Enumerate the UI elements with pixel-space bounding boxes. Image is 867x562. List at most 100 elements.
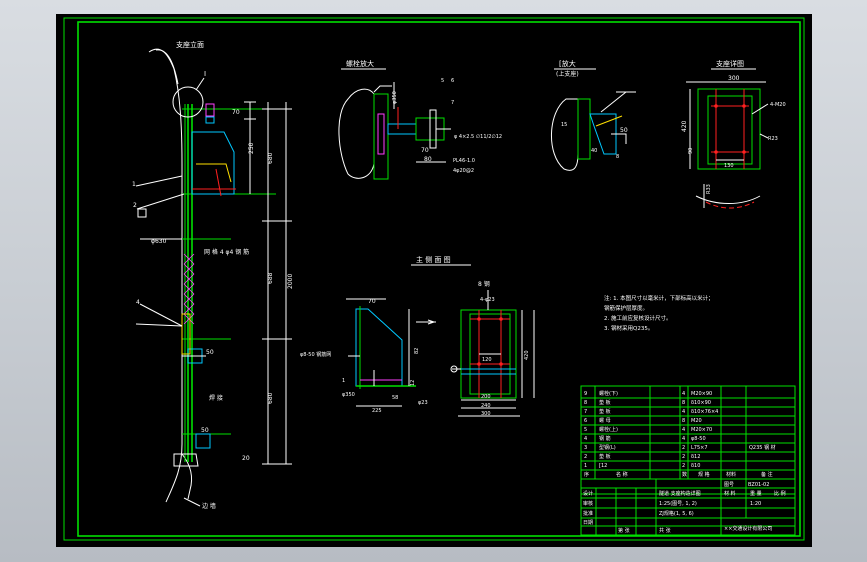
bom-cell-spec: φ8-50 [691,436,706,442]
note-3: 3. 钢材采用Q235。 [604,324,653,332]
tb-scale: 1:20 [750,501,761,507]
bom-cell-qty: 4 [682,427,685,433]
side-pl-note: φ8-50 钢筋网 [300,351,331,358]
dim-2000: 2000 [287,274,294,289]
bom-cell-spec: δ12 [691,454,700,460]
dim-350b: φ350 [342,392,355,398]
title-block: 图号 BZ01-02 隧道 支座构造详图 材 料 重 量 比 例 1:25(图号… [580,478,796,536]
dim-70: 70 [232,109,240,116]
bom-cell-name: 垫 板 [599,453,611,460]
bom-header-qty: 数 [682,471,687,478]
callout-4: 4 [136,299,140,306]
callout-2: 2 [133,202,137,209]
bom-cell-spec: M20×90 [691,391,712,397]
dim-20: 20 [242,455,250,462]
dim-r23: R23 [768,136,778,142]
bom-cell-spec: L75×7 [691,445,708,451]
tb-total: 共 张 [659,527,671,534]
bom-header-no: 序 [584,471,589,478]
callout-sideview: 1 [342,378,345,384]
side-view: 主 侧 面 图 70 82 φ350 225 58 12 φ23 φ8-50 钢… [300,255,535,417]
note-1b: 钢筋保护层厚度。 [604,304,648,312]
bom-cell-name: 垫 板 [599,408,611,415]
inner-frame [77,21,801,537]
dim-130: 130 [724,163,734,169]
dim-688: 688 [267,272,274,284]
dim-82: 82 [414,348,420,354]
bom-cell-no: 4 [584,436,587,442]
bom-cell-no: 7 [584,409,587,415]
callout-6: 6 [451,78,454,84]
dim-420: 420 [681,120,688,132]
dim-58: 58 [392,395,398,401]
dim-23: φ23 [418,400,428,406]
bom-cell-no: 6 [584,418,587,424]
callout-5: 5 [441,78,444,84]
cad-drawing: 支座立面 I [63,17,805,541]
outer-frame [63,17,805,541]
tb-sub1: 1:25(图号, 1, 2) [659,501,697,507]
dim-40: 40 [591,148,597,154]
bom-cell-no: 9 [584,391,587,397]
detail-channel: [放大 (上支座) 50 40 8 15 [551,59,636,171]
bom-cell-qty: 4 [682,391,685,397]
detail-b-sub: (上支座) [556,70,579,78]
bom-cell-spec: δ10×90 [691,400,711,406]
bom-cell-name: 螺栓(上) [599,426,618,433]
note-2: 2. 施工前应复核设计尺寸。 [604,314,672,322]
dim-bolt-note: φ350 [392,91,398,104]
plan-top-title: 支座详图 [716,59,744,68]
tb-sub2: ZJ规格(1, 5, 6) [659,510,694,517]
dim-4m20: 4-M20 [770,102,786,108]
dim-250: 250 [248,142,255,154]
tb-design: 设计 [583,490,593,497]
dim-4m23: 4-φ23 [480,297,495,303]
dim-300: 300 [728,75,740,82]
tb-mat: 材 料 [724,490,736,497]
tb-check: 审核 [583,500,593,507]
bom-header-spec: 规 格 [698,471,710,478]
dim-15: 15 [561,122,567,128]
bom-header-mat: 材料 [726,471,736,478]
detail-a-title: 螺栓放大 [346,59,374,68]
bom-header-remark: 备 注 [761,471,773,478]
bom-cell-qty: 2 [682,445,685,451]
pl-note2: 4φ20@2 [453,168,474,174]
dim-50c: 50 [620,127,628,134]
bom-cell-spec: δ10 [691,463,700,469]
bom-cell-qty: 2 [682,454,685,460]
bom-cell-name: 垫 板 [599,399,611,406]
bolt-note: φ 4×2.5 ∅11/2∅12 [454,134,502,140]
dim-70b: 70 [421,147,429,154]
dim-50b: 50 [206,349,214,356]
detail-b-title: [放大 [559,59,576,68]
callout-8: 8 [616,154,619,160]
bom-cell-name: 螺栓(下) [599,390,618,397]
dim-680: 680 [267,152,274,164]
dim-r33: R33 [706,184,712,194]
cad-drawing-viewport[interactable]: 支座立面 I [56,14,812,547]
top-note: 8 钢 [478,280,490,288]
note-1: 注: 1. 本图尺寸以毫米计，下部标高以米计； [604,294,714,302]
bom-cell-no: 5 [584,427,587,433]
bom-cell-qty: 8 [682,400,685,406]
callout-7: 7 [451,100,454,106]
bom-cell-spec: M20×70 [691,427,712,433]
dim-70c: 70 [368,298,376,305]
bom-cell-qty: 2 [682,463,685,469]
bom-cell-spec: δ10×76×4 [691,409,718,415]
bom-cell-no: 1 [584,463,587,469]
bom-cell-no: 2 [584,454,587,460]
bom-cell-name: [12 [599,463,607,469]
bom-cell-qty: 4 [682,436,685,442]
bom-cell-name: 钢 筋 [599,435,611,442]
bom-cell-name: 型钢(L) [599,444,616,451]
dim-680b: 680 [267,392,274,404]
plan-top: 支座详图 300 420 90 130 4-M20 R23 R33 [681,59,786,209]
bom-cell-spec: M20 [691,418,702,424]
dim-12: 12 [410,380,416,386]
bom-cell-no: 8 [584,400,587,406]
mesh-label: 网 格 4 φ4 钢 筋 [204,248,249,256]
bom-cell-qty: 8 [682,418,685,424]
